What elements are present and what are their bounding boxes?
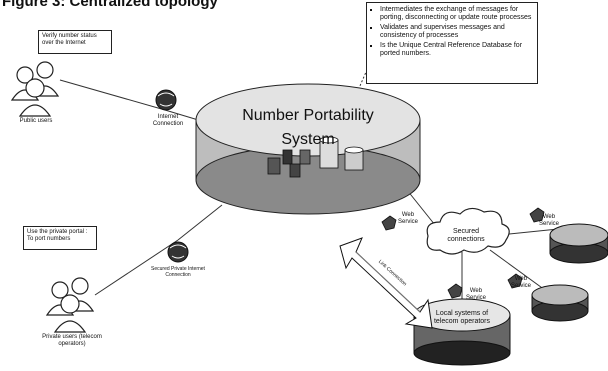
internet-connection-label: Internet Connection — [152, 114, 184, 127]
public-users-label: Public users — [19, 118, 53, 124]
web-service-label-4: Web Service — [465, 288, 486, 301]
secured-private-connection-label: Secured Private Internet Connection — [151, 266, 205, 278]
info-bullet-1: Intermediates the exchange of messages f… — [380, 6, 533, 22]
diagram-title: Figure 3: Centralized topology — [2, 0, 218, 10]
central-system-title: Number Portability System — [218, 106, 398, 150]
private-users-icon — [45, 277, 95, 333]
local-systems-label: Local systems of telecom operators — [433, 310, 491, 325]
private-connection-line — [94, 239, 179, 296]
web-service-label-2: Web Service — [538, 214, 559, 227]
info-bullet-2: Validates and supervises messages and co… — [380, 24, 533, 40]
local-systems-disk — [413, 298, 511, 366]
secured-to-server2-line — [489, 249, 546, 291]
central-title-line1: Number Portability — [242, 107, 374, 124]
web-service-icon — [381, 207, 545, 299]
secured-connections-label: Secured connections — [447, 228, 485, 243]
globe-icon-secured — [167, 241, 189, 263]
server-stack-icon — [267, 149, 311, 178]
database-icon — [319, 136, 364, 171]
secured-connections-cloud — [426, 207, 510, 255]
public-users-icon — [10, 61, 60, 117]
web-service-label-1: Web Service — [397, 212, 418, 225]
info-bullet-3: Is the Unique Central Reference Database… — [380, 42, 533, 58]
web-service-label-3: Web Service — [510, 276, 531, 289]
central-title-line2: System — [281, 131, 335, 148]
private-connection-line-2 — [177, 204, 223, 241]
public-users-callout: Verify number status over the Internet — [38, 30, 112, 54]
info-callout: Intermediates the exchange of messages f… — [366, 2, 538, 84]
operator-server-icon — [531, 223, 608, 322]
public-connection-line — [59, 79, 166, 111]
private-users-label: Private users (telecom operators) — [42, 334, 102, 347]
globe-icon-internet — [155, 89, 177, 111]
private-users-callout: Use the private portal : To port numbers — [23, 226, 97, 250]
link-connection-arrow — [339, 237, 433, 329]
